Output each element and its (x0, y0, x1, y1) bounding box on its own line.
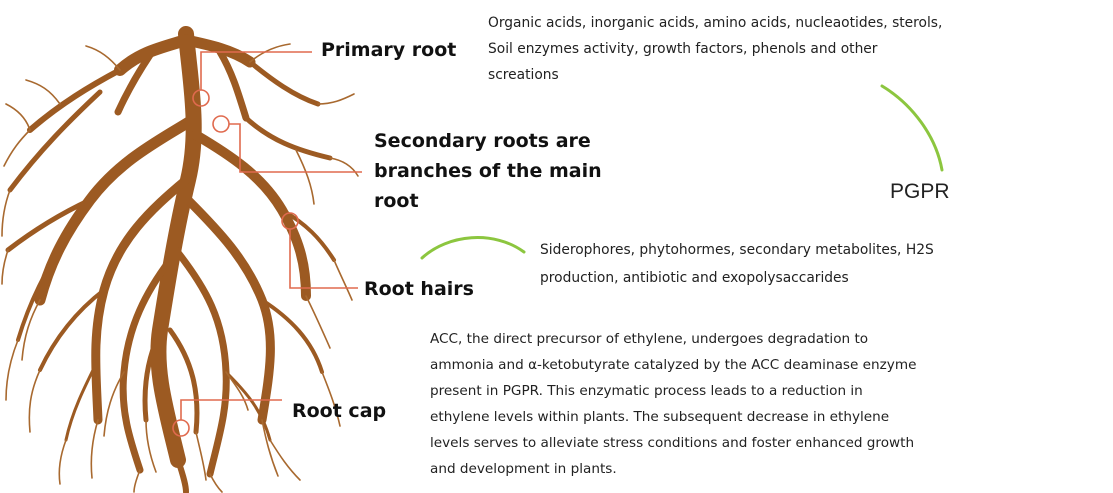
secondary-roots-label: Secondary roots are branches of the main… (374, 126, 602, 216)
arrow-curve-icon (422, 238, 524, 258)
arrow-curve-icon (882, 86, 942, 170)
exudates-line: Soil enzymes activity, growth factors, p… (488, 36, 1108, 62)
pgpr-label: PGPR (890, 180, 950, 204)
acc-line: ethylene levels within plants. The subse… (430, 404, 1110, 430)
secondary-roots-line: Secondary roots are (374, 126, 602, 156)
acc-line: ammonia and α-ketobutyrate catalyzed by … (430, 352, 1110, 378)
pgpr-products-line: Siderophores, phytohormes, secondary met… (540, 236, 1110, 264)
pgpr-products-text: Siderophores, phytohormes, secondary met… (540, 236, 1110, 292)
acc-line: present in PGPR. This enzymatic process … (430, 378, 1110, 404)
exudates-line: screations (488, 62, 1108, 88)
acc-text: ACC, the direct precursor of ethylene, u… (430, 326, 1110, 482)
root-cap-label: Root cap (292, 398, 386, 424)
secondary-roots-line: root (374, 186, 602, 216)
secondary-roots-line: branches of the main (374, 156, 602, 186)
exudates-line: Organic acids, inorganic acids, amino ac… (488, 10, 1108, 36)
pgpr-products-line: production, antibiotic and exopolysaccar… (540, 264, 1110, 292)
root-hairs-label: Root hairs (364, 276, 474, 302)
root-system (8, 34, 334, 492)
acc-line: levels serves to alleviate stress condit… (430, 430, 1110, 456)
acc-line: and development in plants. (430, 456, 1110, 482)
primary-root-label: Primary root (321, 37, 456, 63)
secondary-root-marker (213, 116, 229, 132)
exudates-text: Organic acids, inorganic acids, amino ac… (488, 10, 1108, 88)
acc-line: ACC, the direct precursor of ethylene, u… (430, 326, 1110, 352)
